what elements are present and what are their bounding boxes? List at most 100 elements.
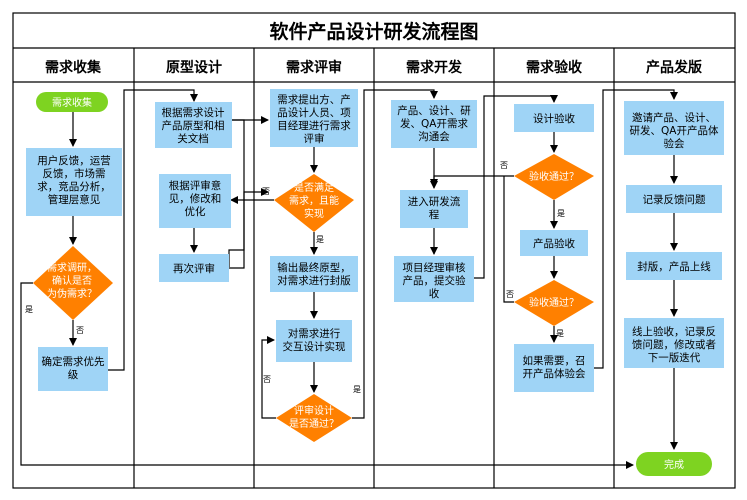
node-prototype xyxy=(155,102,232,148)
node-label-invite: 验会 xyxy=(664,137,685,150)
node-accept2-decision xyxy=(514,280,594,326)
node-label-feedback: 反馈，市场需 xyxy=(43,167,106,180)
label-yes: 是 xyxy=(353,385,361,394)
node-rereview xyxy=(159,254,229,282)
node-label-experience: 如果需要，召 xyxy=(523,354,586,367)
node-label-online: 馈问题，修改或者 xyxy=(632,338,716,351)
node-label-experience: 开产品体验会 xyxy=(523,367,586,380)
label-no: 否 xyxy=(262,187,270,196)
node-label-satisfy: 是否满足 xyxy=(294,182,334,194)
arrow-accept1-fail xyxy=(430,175,514,187)
label-no: 否 xyxy=(76,326,84,335)
line-accept2-fail xyxy=(503,176,514,303)
node-pm-review xyxy=(394,256,474,302)
arrow-submit-to-design-accept xyxy=(474,95,558,279)
label-yes: 是 xyxy=(556,329,564,338)
node-label-accept2: 验收通过？ xyxy=(529,296,579,309)
arrow-pseudo-demand-to-end xyxy=(20,282,634,469)
node-online-accept xyxy=(624,318,724,368)
node-label-devcomm: 发、QA开需求 xyxy=(400,117,468,130)
node-label-accept1: 验收通过？ xyxy=(529,170,579,183)
node-final-prototype xyxy=(270,256,358,292)
arrow-experience-to-invite xyxy=(593,89,678,369)
lane-title-release: 产品发版 xyxy=(646,59,702,76)
node-satisfy-decision xyxy=(274,174,354,232)
node-label-prototype: 产品原型和相 xyxy=(162,119,225,132)
connectors xyxy=(20,89,678,469)
label-no: 否 xyxy=(263,375,271,384)
node-design-accept xyxy=(514,104,594,132)
arrow-priority-to-prototype xyxy=(108,89,198,371)
node-label-revise: 优化 xyxy=(185,205,206,218)
arrow-design-fail-loop xyxy=(261,336,276,419)
node-label-online: 下一版迭代 xyxy=(648,351,701,364)
node-label-record: 记录反馈问题 xyxy=(643,193,706,206)
node-label-confirm: 确定需求优先 xyxy=(42,355,105,368)
node-label-feedback: 管理层意见 xyxy=(48,193,101,206)
node-invite xyxy=(624,101,724,155)
node-labels: 需求收集用户反馈，运营反馈，市场需求，竞品分析，管理层意见需求调研，确认是否为伪… xyxy=(37,93,719,471)
node-experience xyxy=(514,344,594,392)
node-label-propose: 目经理进行需求 xyxy=(277,119,351,132)
node-release xyxy=(626,252,722,280)
node-label-end: 完成 xyxy=(664,458,684,471)
page-title: 软件产品设计研发流程图 xyxy=(269,20,478,43)
node-label-interact: 交互设计实现 xyxy=(283,340,346,353)
lane-title-review: 需求评审 xyxy=(286,59,342,76)
node-label-pmreview: 项目经理审核 xyxy=(403,261,466,274)
start-node xyxy=(36,92,108,112)
node-label-devflow: 进入研发流 xyxy=(408,195,461,208)
node-label-online: 线上验收，记录反 xyxy=(632,325,716,338)
node-label-designpass: 是否通过？ xyxy=(289,417,339,430)
lane-title-develop: 需求开发 xyxy=(406,59,463,76)
label-yes: 是 xyxy=(316,235,324,244)
node-label-designaccept: 设计验收 xyxy=(533,112,575,125)
node-label-productaccept: 产品验收 xyxy=(533,237,575,250)
node-label-start: 需求收集 xyxy=(52,96,92,109)
node-label-interact: 对需求进行 xyxy=(288,327,341,340)
node-review-meeting xyxy=(270,89,358,147)
node-label-research: 为伪需求？ xyxy=(47,288,97,300)
node-label-invite: 研发、QA开产品体 xyxy=(630,124,719,137)
node-design-decision xyxy=(276,394,352,442)
node-label-prototype: 根据需求设计 xyxy=(162,106,225,119)
node-label-devflow: 程 xyxy=(429,209,440,221)
node-label-devcomm: 沟通会 xyxy=(418,130,450,143)
node-label-release: 封版，产品上线 xyxy=(637,260,711,273)
node-label-propose: 评审 xyxy=(304,132,325,145)
arrow-design-pass-to-dev xyxy=(352,89,438,419)
label-yes: 是 xyxy=(557,209,565,218)
node-research-decision xyxy=(33,246,113,320)
node-record xyxy=(626,185,722,213)
lane-title-prototype: 原型设计 xyxy=(166,59,222,76)
node-label-revise: 见，修改和 xyxy=(169,192,222,205)
node-label-satisfy: 实现 xyxy=(304,207,324,220)
node-interaction xyxy=(276,320,352,362)
node-label-invite: 邀请产品、设计、 xyxy=(632,111,716,124)
node-label-research: 确认是否 xyxy=(52,274,92,287)
node-feedback xyxy=(26,148,122,216)
node-label-rereview: 再次评审 xyxy=(173,262,215,275)
node-confirm-priority xyxy=(38,347,108,391)
node-label-prototype: 关文档 xyxy=(177,132,209,145)
node-label-final: 输出最终原型， xyxy=(277,261,351,274)
end-node xyxy=(636,452,712,476)
node-label-pmreview: 产品，提交验 xyxy=(403,274,466,287)
node-accept1-decision xyxy=(514,154,594,200)
lane-title-accept: 需求验收 xyxy=(526,59,583,76)
label-yes: 是 xyxy=(25,305,33,314)
node-label-revise: 根据评审意 xyxy=(169,179,222,192)
node-label-feedback: 用户反馈，运营 xyxy=(37,154,111,167)
node-label-satisfy: 需求，且能 xyxy=(289,194,339,207)
arrow-rereview-to-review xyxy=(229,188,269,269)
node-label-feedback: 求，竞品分析， xyxy=(37,180,111,193)
node-label-confirm: 级 xyxy=(68,369,79,381)
node-label-propose: 需求提出方、产 xyxy=(277,93,351,106)
node-revise xyxy=(159,174,231,228)
node-label-designpass: 评审设计 xyxy=(294,404,334,417)
node-label-devcomm: 产品、设计、研 xyxy=(397,104,471,117)
label-no: 否 xyxy=(506,290,514,299)
label-no: 否 xyxy=(500,161,508,170)
node-label-propose: 品设计人员、项 xyxy=(277,106,351,119)
